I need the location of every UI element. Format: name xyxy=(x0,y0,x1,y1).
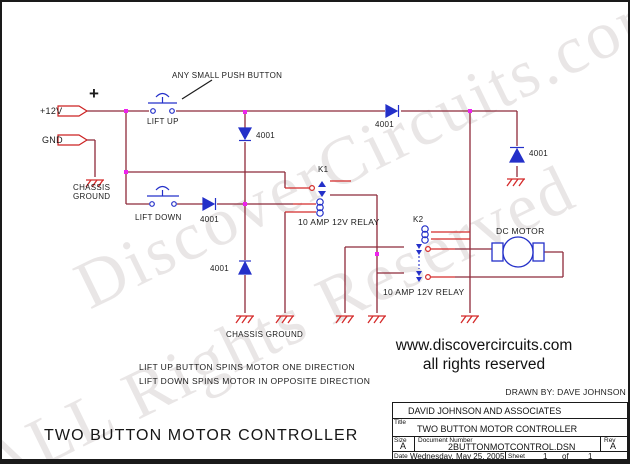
drawn-by-text: DRAWN BY: DAVE JOHNSON xyxy=(505,387,626,397)
chassis-ground-left-label-line1: CHASSIS xyxy=(73,183,111,192)
diode-d3-icon xyxy=(385,103,400,119)
circuit-wires xyxy=(87,110,564,313)
diode-d2-icon xyxy=(202,196,217,212)
dc-motor-label: DC MOTOR xyxy=(496,226,545,236)
v12-connector-icon xyxy=(57,105,89,117)
rev-field-value: A xyxy=(610,441,617,451)
diode-d5-label: 4001 xyxy=(210,264,229,273)
diode-d4-label: 4001 xyxy=(529,149,548,158)
page-title: TWO BUTTON MOTOR CONTROLLER xyxy=(44,427,359,444)
power-connectors xyxy=(57,105,89,146)
gnd-label: GND xyxy=(42,135,63,145)
sheet-number: 1 xyxy=(543,452,548,461)
size-field-label: Size xyxy=(394,437,407,444)
component-leads xyxy=(285,180,470,278)
title-block-vdivider-sheet xyxy=(505,451,506,464)
sheet-total: 1 xyxy=(588,452,593,461)
company-name: DAVID JOHNSON AND ASSOCIATES xyxy=(408,406,562,416)
rights-text: all rights reserved xyxy=(422,356,546,373)
diode-d5-icon xyxy=(238,260,252,275)
title-block: DAVID JOHNSON AND ASSOCIATES Title TWO B… xyxy=(392,402,628,464)
sheet-field-label: Sheet xyxy=(508,453,525,460)
size-field-value: A xyxy=(400,441,407,451)
diode-d4-icon xyxy=(508,146,526,163)
chassis-ground-left-label-line2: GROUND xyxy=(73,192,111,201)
plus-sign-label: + xyxy=(89,84,99,103)
title-block-vdivider-size xyxy=(414,436,415,451)
push-button-note-label: ANY SMALL PUSH BUTTON xyxy=(172,71,283,80)
note-line2: LIFT DOWN SPINS MOTOR IN OPPOSITE DIRECT… xyxy=(139,376,371,386)
v12-label: +12V xyxy=(40,106,63,116)
title-block-divider-2 xyxy=(392,436,628,437)
title-field-label: Title xyxy=(394,419,407,426)
diode-d1-icon xyxy=(237,127,253,142)
diode-d3-label: 4001 xyxy=(375,120,394,129)
docnum-field-value: 2BUTTONMOTCONTROL.DSN xyxy=(448,442,576,452)
gnd-connector-icon xyxy=(57,134,89,146)
lift-down-button-symbol xyxy=(147,185,179,207)
diode-d1-label: 4001 xyxy=(256,131,275,140)
relay-k2-desc-label: 10 AMP 12V RELAY xyxy=(383,287,465,297)
callout-pointer-line xyxy=(181,79,213,100)
lift-down-label: LIFT DOWN xyxy=(135,213,182,222)
title-block-vdivider-rev xyxy=(600,436,601,451)
lift-up-label: LIFT UP xyxy=(147,117,179,126)
date-field-value: Wednesday, May 25, 2005 xyxy=(410,452,505,461)
relay-k2-label: K2 xyxy=(413,215,424,224)
diode-d2-label: 4001 xyxy=(200,215,219,224)
relay-k1-label: K1 xyxy=(318,165,329,174)
chassis-ground-bottom-label: CHASSIS GROUND xyxy=(226,330,304,339)
date-field-label: Date xyxy=(394,453,408,460)
relay-k2-symbol xyxy=(416,225,432,282)
title-block-divider-1 xyxy=(392,418,628,419)
title-field-value: TWO BUTTON MOTOR CONTROLLER xyxy=(417,424,578,434)
relay-k1-desc-label: 10 AMP 12V RELAY xyxy=(298,217,380,227)
site-url-text: www.discovercircuits.com xyxy=(395,337,573,354)
rev-field-label: Rev xyxy=(604,437,616,444)
title-block-divider-3 xyxy=(392,451,628,452)
chassis-ground-symbols xyxy=(85,178,526,324)
credit-block: www.discovercircuits.com all rights rese… xyxy=(372,336,596,374)
note-line1: LIFT UP BUTTON SPINS MOTOR ONE DIRECTION xyxy=(139,362,356,372)
docnum-field-label: Document Number xyxy=(418,437,473,444)
dc-motor-symbol xyxy=(491,236,545,268)
title-block-border xyxy=(392,402,628,464)
relay-k1-symbol xyxy=(309,181,326,217)
sheet-of-label: of xyxy=(562,452,569,461)
lift-up-button-symbol xyxy=(148,92,177,114)
diode-symbols xyxy=(202,103,526,275)
junction-dots xyxy=(124,109,472,256)
